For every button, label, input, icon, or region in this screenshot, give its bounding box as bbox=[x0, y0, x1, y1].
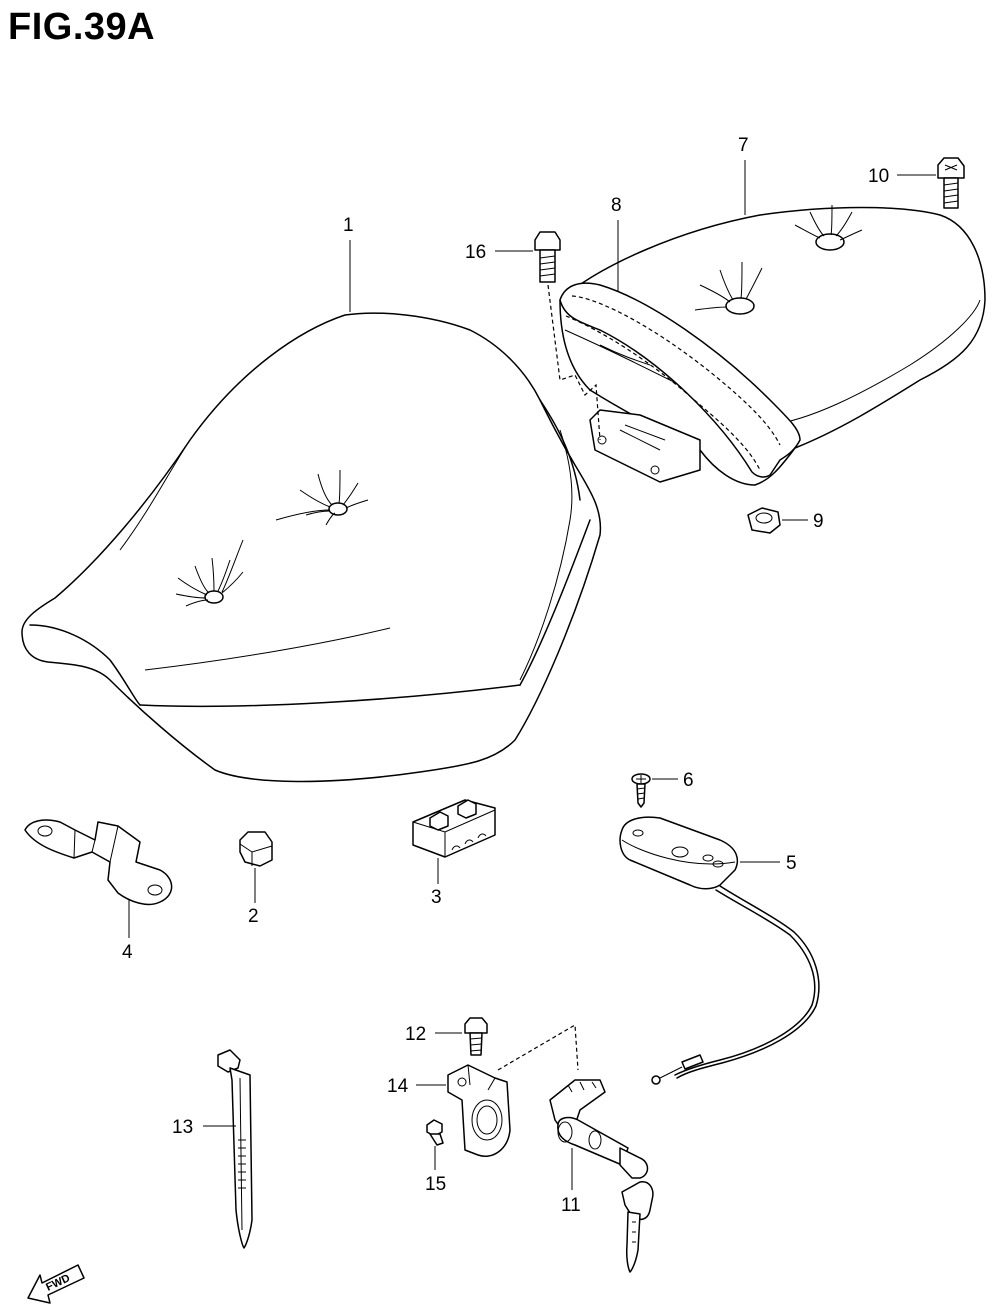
nut-9-drawing: 9 bbox=[747, 507, 824, 534]
callout-8: 8 bbox=[611, 195, 622, 216]
callout-11: 11 bbox=[561, 1195, 581, 1216]
front-seat-drawing: 1 bbox=[21, 215, 602, 783]
cushion-block-3-drawing: 3 bbox=[412, 799, 496, 908]
callout-7: 7 bbox=[738, 135, 749, 156]
figure-title: FIG.39A bbox=[8, 6, 156, 48]
lock-bracket-14-drawing: 14 bbox=[387, 1023, 579, 1157]
callout-3: 3 bbox=[431, 887, 442, 908]
bolt-12-drawing: 12 bbox=[405, 1017, 488, 1056]
bolt-10-drawing: 10 bbox=[868, 157, 965, 209]
callout-10: 10 bbox=[868, 166, 889, 187]
callout-6: 6 bbox=[683, 770, 694, 791]
callout-14: 14 bbox=[387, 1076, 409, 1097]
rear-seat-drawing: 7 8 bbox=[559, 135, 986, 486]
callout-4: 4 bbox=[122, 942, 133, 963]
bracket-4-drawing: 4 bbox=[24, 819, 173, 963]
seat-lock-cable-5-drawing: 5 bbox=[619, 816, 820, 1085]
seat-lock-11-drawing: 11 bbox=[549, 1079, 654, 1273]
callout-15: 15 bbox=[425, 1174, 446, 1195]
callout-13: 13 bbox=[172, 1117, 193, 1138]
screw-6-drawing: 6 bbox=[631, 770, 694, 808]
forward-direction-marker: FWD bbox=[27, 1264, 85, 1304]
callout-16: 16 bbox=[465, 242, 486, 263]
tie-strap-13-drawing: 13 bbox=[172, 1049, 253, 1249]
cushion-2-drawing: 2 bbox=[239, 831, 273, 927]
callout-12: 12 bbox=[405, 1024, 426, 1045]
callout-1: 1 bbox=[343, 215, 354, 236]
callout-5: 5 bbox=[786, 853, 797, 874]
bolt-16-drawing: 16 bbox=[465, 231, 601, 441]
callout-9: 9 bbox=[813, 511, 824, 532]
screw-15-drawing: 15 bbox=[425, 1119, 446, 1195]
callout-2: 2 bbox=[248, 906, 259, 927]
